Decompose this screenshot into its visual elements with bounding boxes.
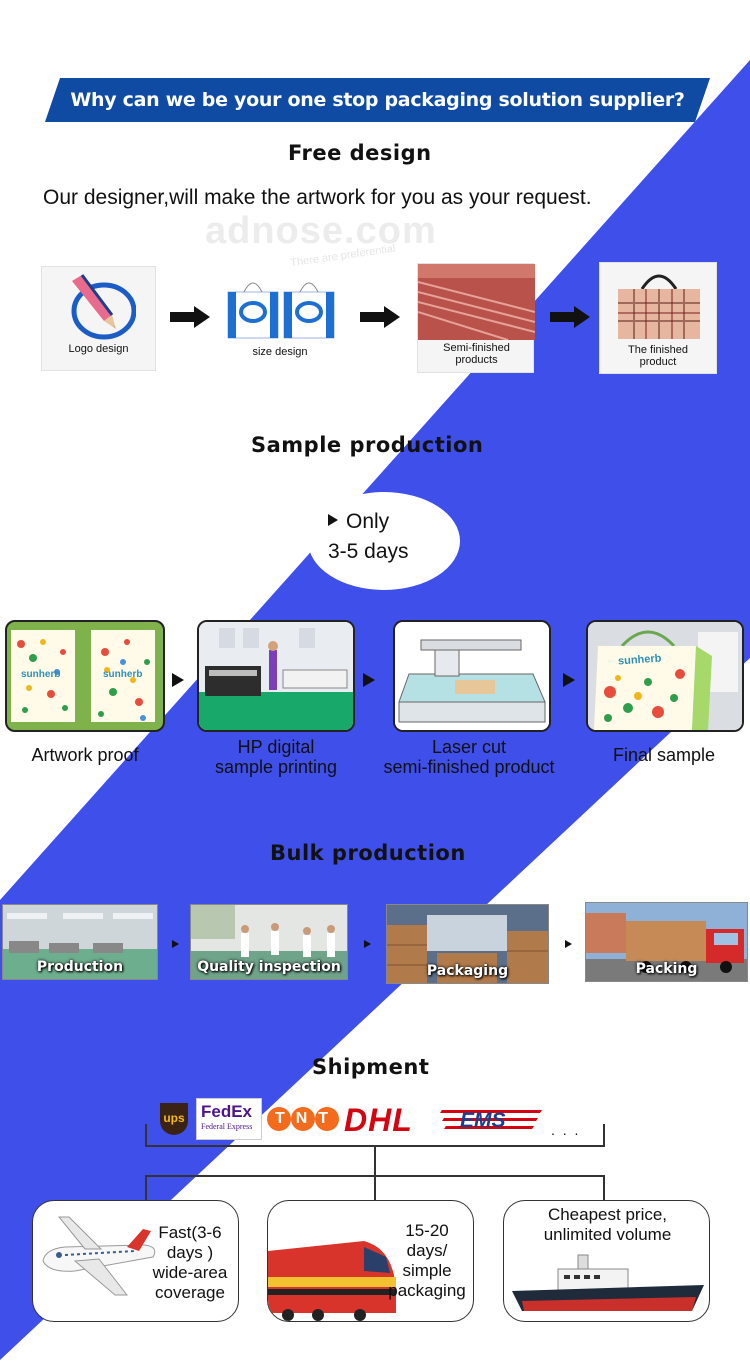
bracket-bottom bbox=[145, 1145, 605, 1147]
badge-line-1: Only bbox=[346, 510, 390, 533]
bulk-label: Production bbox=[36, 959, 124, 975]
air-shipping-text: Fast(3-6 days ) wide-area coverage bbox=[143, 1223, 237, 1303]
tnt-text: TNT bbox=[274, 1110, 340, 1127]
plaid-bag-image bbox=[618, 274, 700, 339]
arrow-right-icon bbox=[550, 306, 590, 328]
ship-line: packaging bbox=[388, 1281, 466, 1300]
ship-line: days ) bbox=[166, 1243, 214, 1262]
artwork-proof-image: sunherb sunherb bbox=[5, 620, 165, 732]
ems-logo-icon: EMS bbox=[438, 1108, 544, 1134]
hp-printing-image bbox=[197, 620, 355, 732]
paper-sheets-image bbox=[418, 264, 535, 340]
ship-line: Fast(3-6 bbox=[158, 1223, 222, 1242]
brand-text-left: sunherb bbox=[21, 669, 61, 680]
fedex-logo-icon: FedEx Federal Express bbox=[196, 1098, 262, 1140]
bulk-label: Packaging bbox=[426, 963, 509, 979]
heading-shipment: Shipment bbox=[312, 1055, 430, 1079]
play-icon bbox=[328, 514, 338, 526]
ship-line: unlimited volume bbox=[543, 1225, 672, 1244]
bracket-right bbox=[603, 1124, 605, 1146]
heading-sample-production: Sample production bbox=[251, 433, 484, 457]
ship-icon bbox=[512, 1254, 704, 1311]
pencil-logo-icon bbox=[71, 274, 136, 340]
tree-branch bbox=[145, 1175, 605, 1177]
bulk-production-image: Production bbox=[2, 904, 158, 980]
tnt-logo-icon: TNT bbox=[266, 1104, 340, 1134]
dhl-logo-text: DHL bbox=[344, 1102, 413, 1138]
caption-line: sample printing bbox=[214, 757, 338, 777]
caption-line: Final sample bbox=[612, 745, 716, 765]
arrow-right-icon bbox=[363, 673, 375, 687]
heading-free-design: Free design bbox=[288, 141, 432, 165]
arrow-right-icon bbox=[565, 940, 572, 948]
caption-line: Laser cut bbox=[431, 737, 507, 757]
ups-text: ups bbox=[163, 1111, 185, 1125]
ship-line: 15-20 bbox=[405, 1221, 449, 1240]
semi-finished-label: Semi-finished products bbox=[443, 342, 510, 366]
semi-finished-card: Semi-finished products bbox=[417, 263, 535, 373]
more-carriers-ellipsis: . . . bbox=[551, 1122, 581, 1138]
tree-leg-left bbox=[145, 1175, 147, 1201]
ship-line: coverage bbox=[155, 1283, 225, 1302]
sea-shipping-card: Cheapest price, unlimited volume bbox=[503, 1200, 710, 1322]
ship-line: days/ bbox=[406, 1241, 448, 1260]
finished-product-label: The finished product bbox=[628, 344, 688, 368]
ems-text: EMS bbox=[460, 1109, 506, 1132]
rail-shipping-card: 15-20 days/ simple packaging bbox=[267, 1200, 474, 1322]
sea-shipping-text: Cheapest price, unlimited volume bbox=[504, 1205, 709, 1245]
watermark: adnose.com bbox=[205, 210, 437, 252]
ups-logo-icon: ups bbox=[160, 1103, 188, 1135]
arrow-right-icon bbox=[563, 673, 575, 687]
caption-line: HP digital bbox=[237, 737, 315, 757]
banner-shape bbox=[45, 78, 710, 122]
train-icon bbox=[268, 1241, 396, 1321]
fedex-sub-text: Federal Express bbox=[201, 1122, 253, 1131]
final-sample-image: sunherb bbox=[586, 620, 744, 732]
brand-text-right: sunherb bbox=[103, 669, 143, 680]
ship-line: simple bbox=[402, 1261, 452, 1280]
airplane-icon bbox=[42, 1216, 156, 1296]
arrow-right-icon bbox=[360, 306, 400, 328]
size-design-card: size design bbox=[220, 270, 340, 370]
caption-line: Artwork proof bbox=[31, 745, 139, 765]
logo-design-label: Logo design bbox=[68, 343, 129, 355]
packaging-image: Packaging bbox=[386, 904, 549, 984]
bulk-label: Packing bbox=[635, 961, 698, 977]
fedex-text: FedEx bbox=[201, 1102, 253, 1121]
caption-line: semi-finished product bbox=[383, 757, 555, 777]
tree-trunk bbox=[374, 1146, 376, 1200]
rail-shipping-text: 15-20 days/ simple packaging bbox=[382, 1221, 472, 1301]
quality-inspection-image: Quality inspection bbox=[190, 904, 348, 980]
speech-bubble bbox=[308, 492, 460, 590]
arrow-right-icon bbox=[172, 673, 184, 687]
ship-line: wide-area bbox=[152, 1263, 228, 1282]
tree-leg-right bbox=[603, 1175, 605, 1201]
bulk-label: Quality inspection bbox=[197, 959, 341, 975]
artwork-proof-caption: Artwork proof bbox=[5, 745, 165, 765]
arrow-right-icon bbox=[172, 940, 179, 948]
ship-line: Cheapest price, bbox=[547, 1205, 668, 1224]
air-shipping-card: Fast(3-6 days ) wide-area coverage bbox=[32, 1200, 239, 1322]
arrow-right-icon bbox=[364, 940, 371, 948]
hp-printing-caption: HP digital sample printing bbox=[196, 737, 356, 777]
packing-truck-image: Packing bbox=[585, 902, 748, 982]
size-design-label: size design bbox=[252, 346, 308, 358]
laser-cut-caption: Laser cut semi-finished product bbox=[366, 737, 572, 777]
intro-text: Our designer,will make the artwork for y… bbox=[43, 186, 592, 209]
badge-line-2: 3-5 days bbox=[328, 540, 409, 563]
logo-design-card: Logo design bbox=[41, 266, 156, 371]
finished-product-card: The finished product bbox=[599, 262, 717, 374]
sample-time-badge: Only 3-5 days bbox=[328, 507, 409, 567]
arrow-right-icon bbox=[170, 306, 210, 328]
bracket-left bbox=[145, 1124, 147, 1146]
banner-title: Why can we be your one stop packaging so… bbox=[70, 89, 685, 111]
final-sample-caption: Final sample bbox=[584, 745, 744, 765]
laser-cut-machine-image bbox=[393, 620, 551, 732]
heading-bulk-production: Bulk production bbox=[270, 841, 466, 865]
bag-template-icon bbox=[227, 282, 335, 339]
